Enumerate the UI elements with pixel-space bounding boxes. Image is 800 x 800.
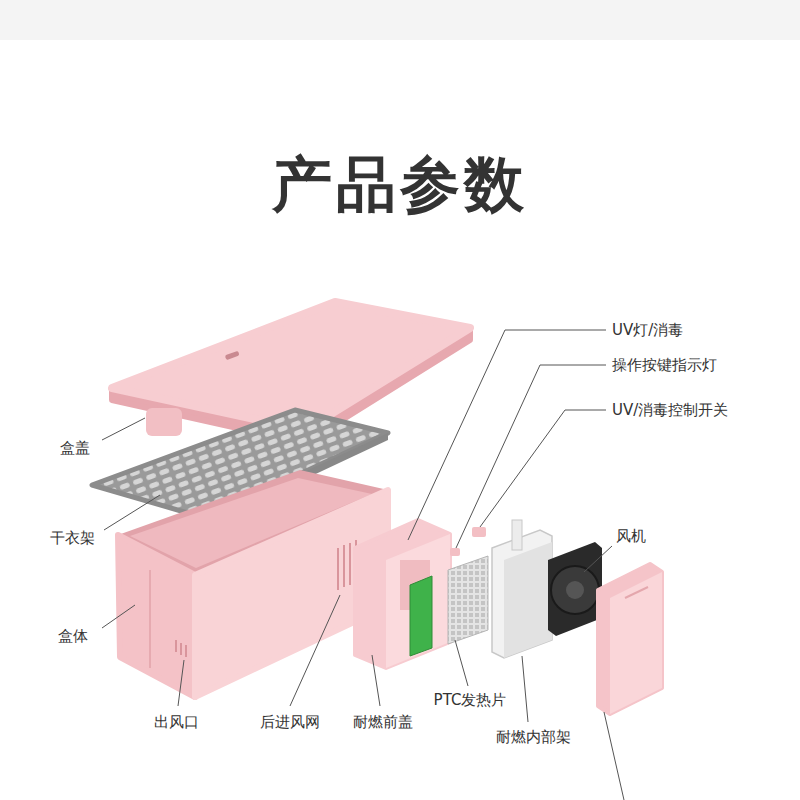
box-body [118,470,388,697]
part-label: 后进风网 [260,713,320,731]
front-cover [355,520,450,668]
page-title: 产品参数 [272,145,528,226]
inner-frame [492,520,552,658]
part-label: PTC发热片 [434,691,507,709]
part-label: UV/消毒控制开关 [612,401,728,419]
part-label: 耐燃内部架 [496,728,571,746]
end-cap [598,564,662,714]
switch-part [472,527,486,537]
part-label: UV灯/消毒 [612,321,683,339]
part-label: 风机 [616,527,646,545]
leader-lines [102,330,624,800]
part-label: 干衣架 [50,529,95,547]
fan [548,542,602,636]
part-label: 盒体 [58,627,88,645]
part-label: 耐燃前盖 [353,713,413,731]
top-band [0,0,800,40]
part-label: 盒盖 [60,439,90,457]
indicator-part [450,548,460,556]
part-label: 操作按键指示灯 [612,356,717,374]
pcb [410,576,432,656]
ptc-heater [448,556,488,644]
part-label: 出风口 [154,713,199,731]
